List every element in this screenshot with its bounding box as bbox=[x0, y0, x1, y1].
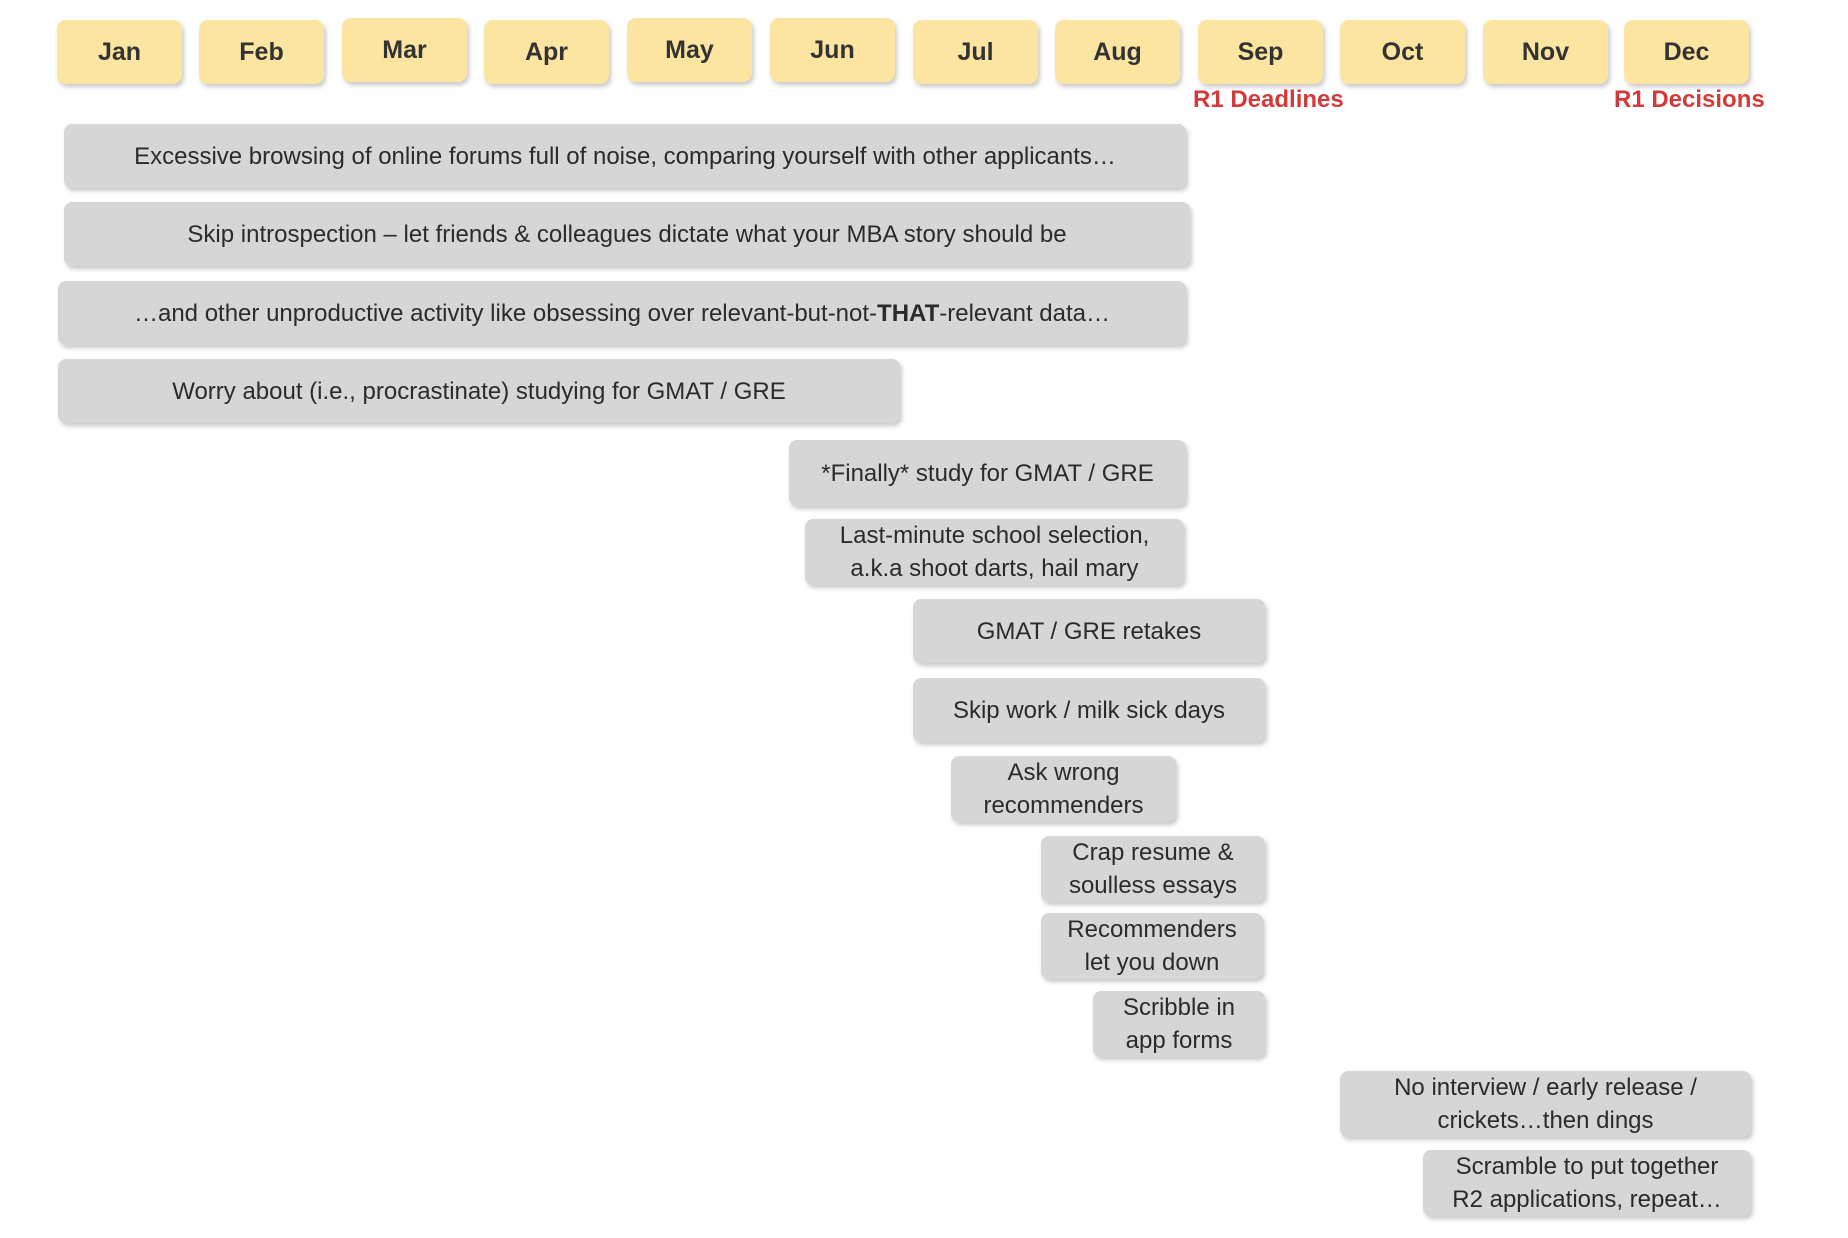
activity-forums: Excessive browsing of online forums full… bbox=[64, 124, 1186, 188]
activity-school-selection-line-2: a.k.a shoot darts, hail mary bbox=[850, 555, 1139, 582]
activity-introspection: Skip introspection – let friends & colle… bbox=[64, 202, 1190, 266]
activity-no-interview: No interview / early release / crickets…… bbox=[1340, 1071, 1751, 1137]
r1-decisions-marker: R1 Decisions bbox=[1614, 86, 1765, 113]
activity-wrong-recommenders-line-1: Ask wrong bbox=[1007, 759, 1120, 786]
activity-no-interview-line-2: crickets…then dings bbox=[1437, 1107, 1654, 1134]
activity-retakes-label: GMAT / GRE retakes bbox=[976, 617, 1202, 645]
activity-obsessing-emphasis: THAT bbox=[877, 299, 940, 327]
activity-worry-label: Worry about (i.e., procrastinate) studyi… bbox=[172, 377, 786, 405]
activity-recommenders-down-line-1: Recommenders bbox=[1067, 916, 1237, 943]
activity-introspection-label: Skip introspection – let friends & colle… bbox=[187, 220, 1067, 248]
month-jun: Jun bbox=[770, 18, 895, 82]
activity-obsessing-label: …and other unproductive activity like ob… bbox=[134, 297, 1110, 330]
activity-scramble-line-1: Scramble to put together bbox=[1455, 1153, 1719, 1180]
activity-retakes: GMAT / GRE retakes bbox=[913, 599, 1265, 663]
activity-forums-label: Excessive browsing of online forums full… bbox=[134, 142, 1116, 170]
activity-school-selection-label: Last-minute school selection, a.k.a shoo… bbox=[840, 519, 1150, 585]
activity-wrong-recommenders-line-2: recommenders bbox=[983, 792, 1144, 819]
activity-scramble-label: Scramble to put together R2 applications… bbox=[1452, 1150, 1721, 1216]
activity-scribble: Scribble in app forms bbox=[1093, 991, 1265, 1057]
activity-scribble-label: Scribble in app forms bbox=[1123, 991, 1235, 1057]
month-may: May bbox=[627, 18, 752, 82]
activity-wrong-recommenders-label: Ask wrong recommenders bbox=[983, 756, 1143, 822]
activity-wrong-recommenders: Ask wrong recommenders bbox=[951, 756, 1176, 822]
activity-skip-work-label: Skip work / milk sick days bbox=[952, 696, 1226, 724]
activity-school-selection: Last-minute school selection, a.k.a shoo… bbox=[805, 519, 1184, 585]
activity-finally-study-label: *Finally* study for GMAT / GRE bbox=[821, 459, 1154, 487]
activity-obsessing-text-end: -relevant data… bbox=[939, 299, 1111, 327]
month-sep: Sep bbox=[1198, 20, 1323, 84]
month-feb: Feb bbox=[199, 20, 324, 84]
month-oct: Oct bbox=[1340, 20, 1465, 84]
activity-scramble-line-2: R2 applications, repeat… bbox=[1452, 1186, 1722, 1213]
activity-school-selection-line-1: Last-minute school selection, bbox=[839, 522, 1150, 549]
activity-obsessing-text-start: …and other unproductive activity like ob… bbox=[133, 299, 878, 327]
activity-crap-resume-label: Crap resume & soulless essays bbox=[1069, 836, 1237, 902]
activity-scramble: Scramble to put together R2 applications… bbox=[1423, 1150, 1751, 1216]
activity-finally-study: *Finally* study for GMAT / GRE bbox=[789, 440, 1186, 506]
activity-scribble-line-1: Scribble in bbox=[1122, 994, 1236, 1021]
activity-worry: Worry about (i.e., procrastinate) studyi… bbox=[58, 359, 900, 423]
activity-recommenders-down: Recommenders let you down bbox=[1041, 913, 1263, 979]
activity-crap-resume-line-2: soulless essays bbox=[1068, 872, 1238, 899]
activity-crap-resume: Crap resume & soulless essays bbox=[1041, 836, 1265, 902]
activity-recommenders-down-label: Recommenders let you down bbox=[1067, 913, 1236, 979]
month-mar: Mar bbox=[342, 18, 467, 82]
activity-obsessing: …and other unproductive activity like ob… bbox=[58, 281, 1186, 345]
month-aug: Aug bbox=[1055, 20, 1180, 84]
month-jan: Jan bbox=[57, 20, 182, 84]
month-apr: Apr bbox=[484, 20, 609, 84]
month-jul: Jul bbox=[913, 20, 1038, 84]
activity-skip-work: Skip work / milk sick days bbox=[913, 678, 1265, 742]
activity-recommenders-down-line-2: let you down bbox=[1084, 949, 1220, 976]
activity-no-interview-line-1: No interview / early release / bbox=[1394, 1074, 1697, 1101]
activity-crap-resume-line-1: Crap resume & bbox=[1072, 839, 1234, 866]
month-nov: Nov bbox=[1483, 20, 1608, 84]
month-dec: Dec bbox=[1624, 20, 1749, 84]
activity-scribble-line-2: app forms bbox=[1125, 1027, 1233, 1054]
activity-no-interview-label: No interview / early release / crickets…… bbox=[1394, 1071, 1697, 1137]
r1-deadlines-marker: R1 Deadlines bbox=[1193, 86, 1344, 113]
